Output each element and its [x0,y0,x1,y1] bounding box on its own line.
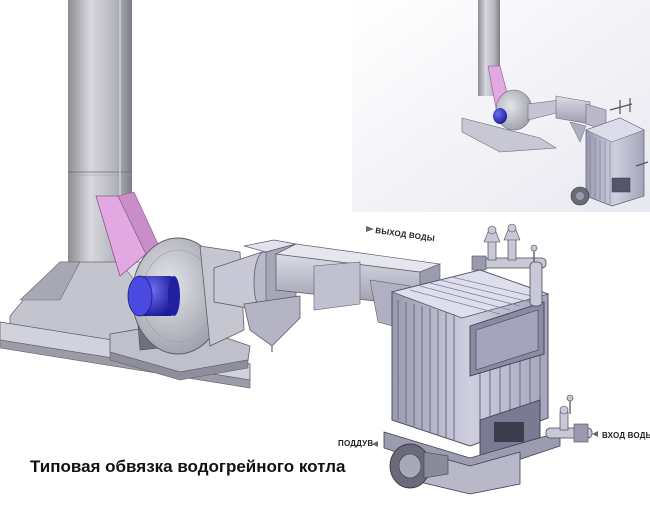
label-blow: ПОДДУВ [338,439,374,448]
label-arrows [366,226,598,447]
inset-motor [493,108,507,124]
inset-base-frame [461,117,557,153]
water-inlet-piping [545,394,593,443]
boiler [383,269,561,495]
inset-overview [352,0,650,212]
diagram-caption: Типовая обвязка водогрейного котла [30,457,346,476]
blow-arrow [372,441,378,447]
blower-fan [389,443,449,489]
water-outlet-piping [471,223,547,307]
ash-hopper [243,295,301,347]
label-water-in: ВХОД ВОДЫ [602,431,650,440]
water-out-arrow [366,226,374,232]
fan-motor [127,275,180,317]
water-in-arrow [592,431,598,437]
